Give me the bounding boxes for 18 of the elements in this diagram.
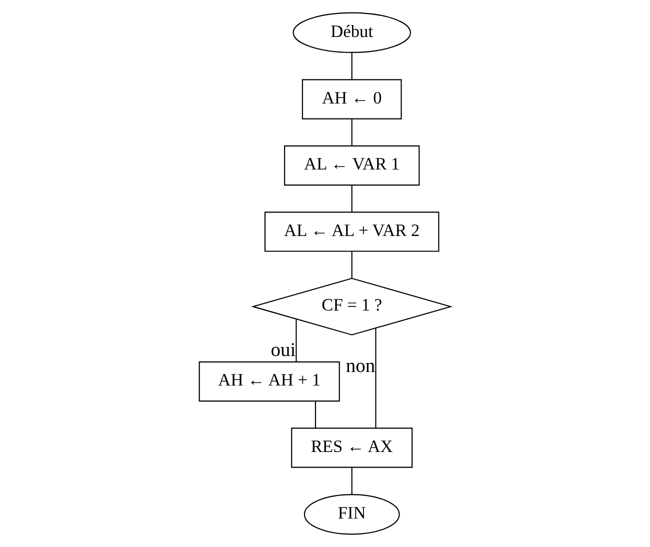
connector [351,52,352,80]
node-box: AH ← AH + 1 [198,361,340,402]
connector [351,251,352,278]
connector [351,185,352,212]
edge-label: non [346,356,376,377]
connector [375,328,376,428]
node-diamond: CF = 1 ? [251,278,453,336]
edge-label: oui [270,340,296,362]
node-ellipse: Début [292,12,412,53]
connector [351,467,352,494]
connector [351,119,352,146]
node-ellipse: FIN [304,494,400,535]
node-box: AL ← VAR 1 [284,145,420,186]
connector [296,318,297,362]
connector [314,401,316,428]
node-box: AL ← AL + VAR 2 [264,212,440,252]
node-box: RES ← AX [291,428,413,468]
node-box: AH ← 0 [302,79,402,120]
